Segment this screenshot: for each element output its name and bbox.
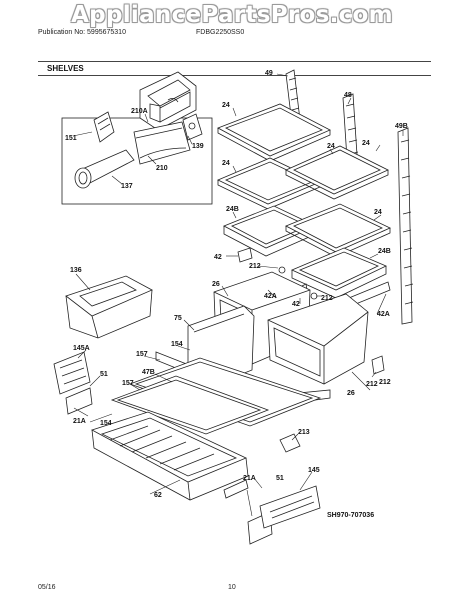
crisper-cover [110, 305, 331, 435]
callout-label: 47B [142, 369, 155, 376]
callout-label: 51 [100, 371, 108, 378]
callout-label: 212 [366, 381, 378, 388]
callout-label: 48 [344, 92, 352, 99]
callout-label: 49B [395, 123, 408, 130]
side-rails [53, 351, 321, 545]
callout-label: 139 [192, 143, 204, 150]
callout-label: 154 [100, 420, 112, 427]
callout-label: 24B [226, 206, 239, 213]
callout-label: 75 [174, 315, 182, 322]
callout-label: 42 [214, 254, 222, 261]
callout-label: 154 [171, 341, 183, 348]
model-number: FDBG2250SS0 [196, 29, 245, 36]
callout-label: 49 [265, 70, 273, 77]
bottom-pan [90, 411, 249, 501]
callout-label: 42 [292, 301, 300, 308]
callout-label: 24B [378, 248, 391, 255]
callout-label: 24 [362, 140, 370, 147]
watermark: AppliancePartsPros.com [71, 2, 393, 28]
callout-label: 62 [154, 492, 162, 499]
callout-label: 212 [321, 295, 333, 302]
callout-label: 21A [73, 418, 86, 425]
glass-shelves [217, 103, 391, 299]
callout-label: 212 [249, 263, 261, 270]
diagram-code: SH970-707036 [327, 512, 375, 519]
callout-label: 212 [379, 379, 391, 386]
callout-label: 136 [70, 267, 82, 274]
door-bin [65, 275, 153, 339]
callout-label: 24 [374, 209, 382, 216]
title-rule [38, 75, 431, 76]
callout-label: 157 [136, 351, 148, 358]
callout-label: 213 [298, 429, 310, 436]
callout-label: 26 [212, 281, 220, 288]
footer-date: 05/16 [38, 584, 56, 591]
section-title: SHELVES [47, 64, 84, 73]
callout-label: 42A [377, 311, 390, 318]
callout-label: 210A [131, 108, 148, 115]
callout-label: 145A [73, 345, 90, 352]
callout-label: 157 [122, 380, 134, 387]
callout-label: 42A [264, 293, 277, 300]
callout-label: 24 [222, 102, 230, 109]
leader-lines [72, 73, 404, 517]
top-rule [38, 61, 431, 62]
callout-labels: 49 48 49B 24 24 24 24 24B 24 24B 42 212 … [65, 70, 408, 499]
callout-label: 137 [121, 183, 133, 190]
callout-label: 21A [243, 475, 256, 482]
callout-label: 145 [308, 467, 320, 474]
callout-label: 24 [327, 143, 335, 150]
callout-label: 151 [65, 135, 77, 142]
callout-label: 24 [222, 160, 230, 167]
publication-number: Publication No: 5995675310 [38, 29, 126, 36]
callout-label: 26 [347, 390, 355, 397]
callout-label: 51 [276, 475, 284, 482]
callout-label: 210 [156, 165, 168, 172]
page-number: 10 [228, 584, 236, 591]
icemaker-inset [61, 71, 213, 205]
